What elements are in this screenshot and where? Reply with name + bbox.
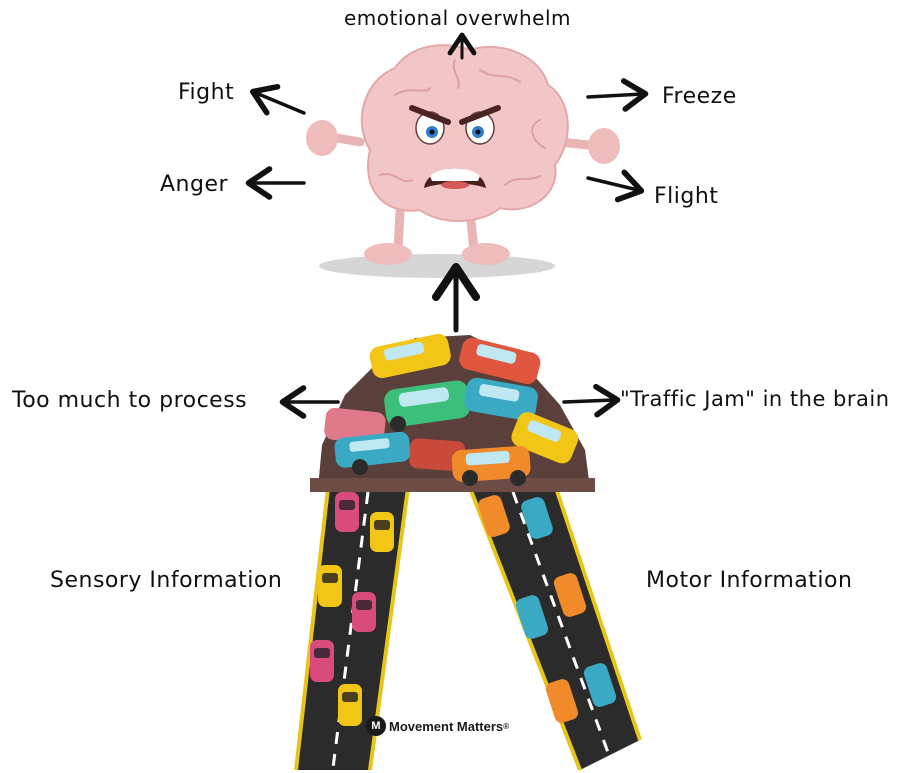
label-motor-information: Motor Information: [646, 568, 852, 593]
logo-icon: M: [366, 716, 386, 736]
car-pink: [310, 640, 334, 682]
arrow-fight: [256, 93, 304, 113]
car-yellow: [338, 684, 362, 726]
brain-character: [306, 45, 620, 278]
arrow-traffic-jam: [564, 400, 614, 402]
arrow-flight: [588, 178, 638, 190]
traffic-jam-pile: [310, 332, 595, 492]
label-freeze: Freeze: [662, 84, 737, 109]
label-traffic-jam: "Traffic Jam" in the brain: [620, 387, 890, 411]
label-sensory-information: Sensory Information: [50, 568, 282, 593]
label-emotional-overwhelm: emotional overwhelm: [344, 6, 571, 30]
car-pink: [335, 492, 359, 532]
car-pink: [352, 592, 376, 632]
label-flight: Flight: [654, 184, 718, 209]
movement-matters-logo: M Movement Matters ®: [366, 716, 509, 736]
label-fight: Fight: [178, 80, 234, 105]
car-yellow: [318, 565, 342, 607]
logo-text: Movement Matters: [389, 719, 503, 734]
registered-mark: ®: [503, 722, 509, 731]
car-yellow: [370, 512, 394, 552]
brain-shadow: [319, 254, 555, 278]
arrow-freeze: [588, 94, 642, 97]
label-anger: Anger: [160, 172, 228, 197]
label-too-much-to-process: Too much to process: [12, 388, 247, 413]
